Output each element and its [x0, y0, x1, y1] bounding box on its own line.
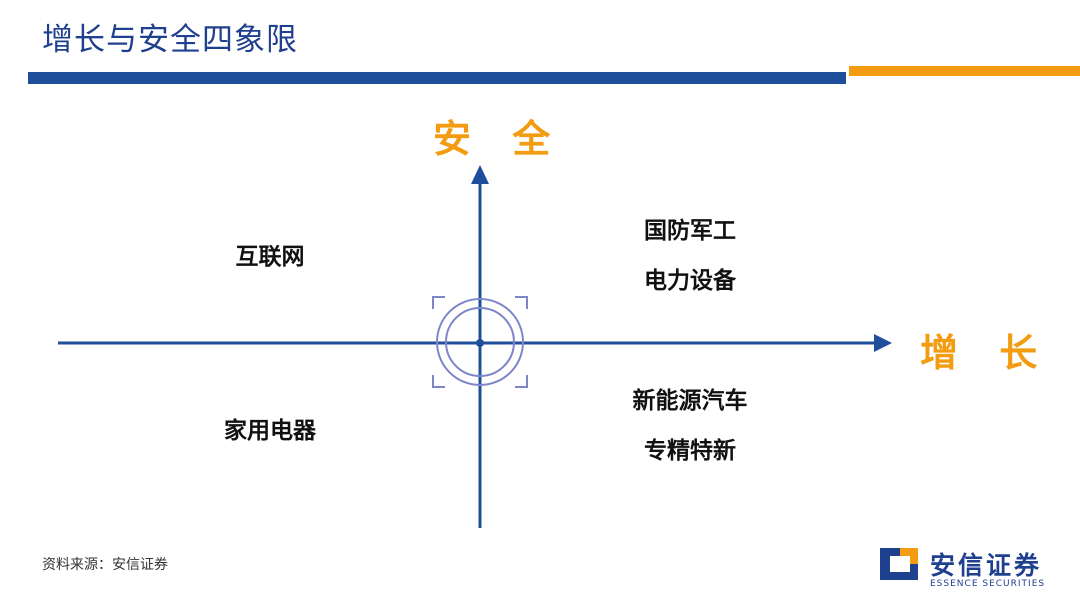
quadrant-item: 电力设备 [644, 268, 736, 294]
company-logo: 安信证券 ESSENCE SECURITIES [878, 546, 1068, 592]
origin-dot [476, 339, 484, 347]
quadrant-bottom-left: 家用电器 [180, 406, 360, 456]
logo-mark-icon [880, 548, 918, 580]
source-note: 资料来源：安信证券 [42, 557, 168, 573]
x-axis-arrow [874, 334, 892, 352]
quadrant-item: 国防军工 [644, 218, 736, 244]
quadrant-item: 家用电器 [224, 418, 316, 444]
title-underline-orange [849, 66, 1080, 76]
quadrant-top-left: 互联网 [180, 232, 360, 282]
slide-title: 增长与安全四象限 [42, 22, 298, 58]
quadrant-item: 互联网 [235, 244, 305, 270]
quadrant-bottom-right: 新能源汽车 专精特新 [590, 376, 790, 476]
quadrant-item: 新能源汽车 [632, 388, 748, 414]
target-icon [432, 296, 528, 388]
quadrant-top-right: 国防军工 电力设备 [590, 206, 790, 306]
logo-name-en: ESSENCE SECURITIES [930, 579, 1046, 589]
logo-name-cn: 安信证券 [930, 551, 1043, 580]
y-axis-label: 安 全 [433, 117, 565, 161]
title-underline-blue [28, 72, 846, 84]
quadrant-item: 专精特新 [644, 438, 736, 464]
y-axis-arrow [471, 165, 489, 184]
x-axis-label: 增 长 [920, 331, 1052, 375]
